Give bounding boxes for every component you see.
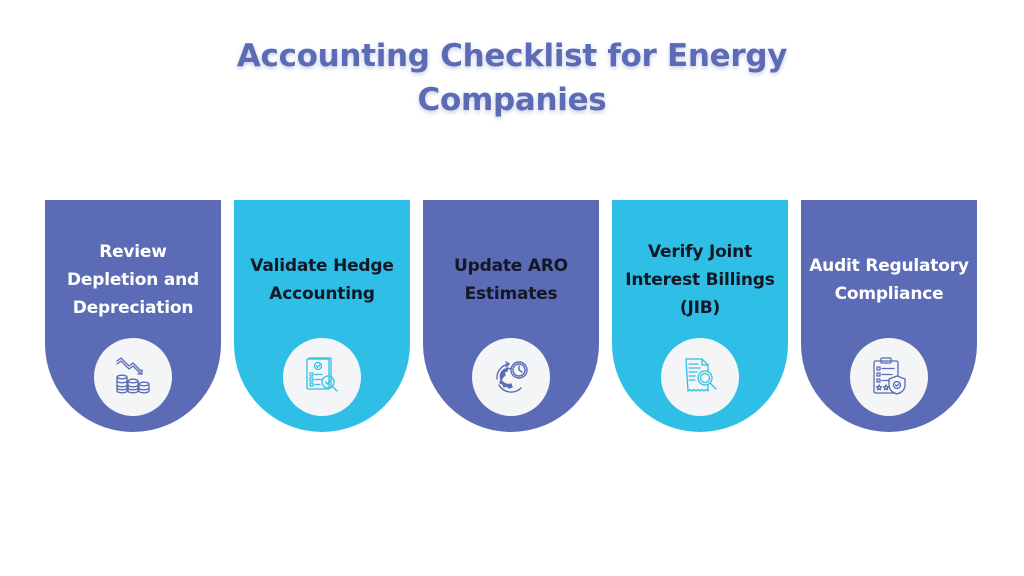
gear-clock-cycle-icon [496, 361, 528, 393]
card-label: Verify Joint Interest Billings (JIB) [625, 242, 775, 318]
card-label: Audit Regulatory Compliance [809, 256, 969, 304]
icon-circle [472, 338, 550, 416]
icon-circle [283, 338, 361, 416]
icon-circle [850, 338, 928, 416]
icon-circle [94, 338, 172, 416]
clipboard-shield-icon [873, 357, 906, 395]
card-joint-interest-billings: Verify Joint Interest Billings (JIB) [612, 200, 788, 432]
card-depletion-depreciation: Review Depletion and Depreciation [45, 200, 221, 432]
declining-coins-chart-icon [116, 357, 150, 394]
icon-circle [661, 338, 739, 416]
card-label: Validate Hedge Accounting [250, 256, 394, 304]
card-label: Review Depletion and Depreciation [67, 242, 199, 318]
card-label: Update ARO Estimates [454, 256, 568, 304]
card-regulatory-compliance: Audit Regulatory Compliance [801, 200, 977, 432]
card-hedge-accounting: Validate Hedge Accounting [234, 200, 410, 432]
title-line-2: Companies [417, 82, 607, 118]
card-aro-estimates: Update ARO Estimates [423, 200, 599, 432]
checklist-cards: Review Depletion and Depreciation [45, 200, 977, 432]
receipt-magnifier-icon [685, 358, 717, 392]
title-line-1: Accounting Checklist for Energy [236, 38, 788, 74]
page-title: Accounting Checklist for Energy Companie… [0, 34, 1024, 122]
checklist-magnifier-icon [306, 357, 338, 392]
